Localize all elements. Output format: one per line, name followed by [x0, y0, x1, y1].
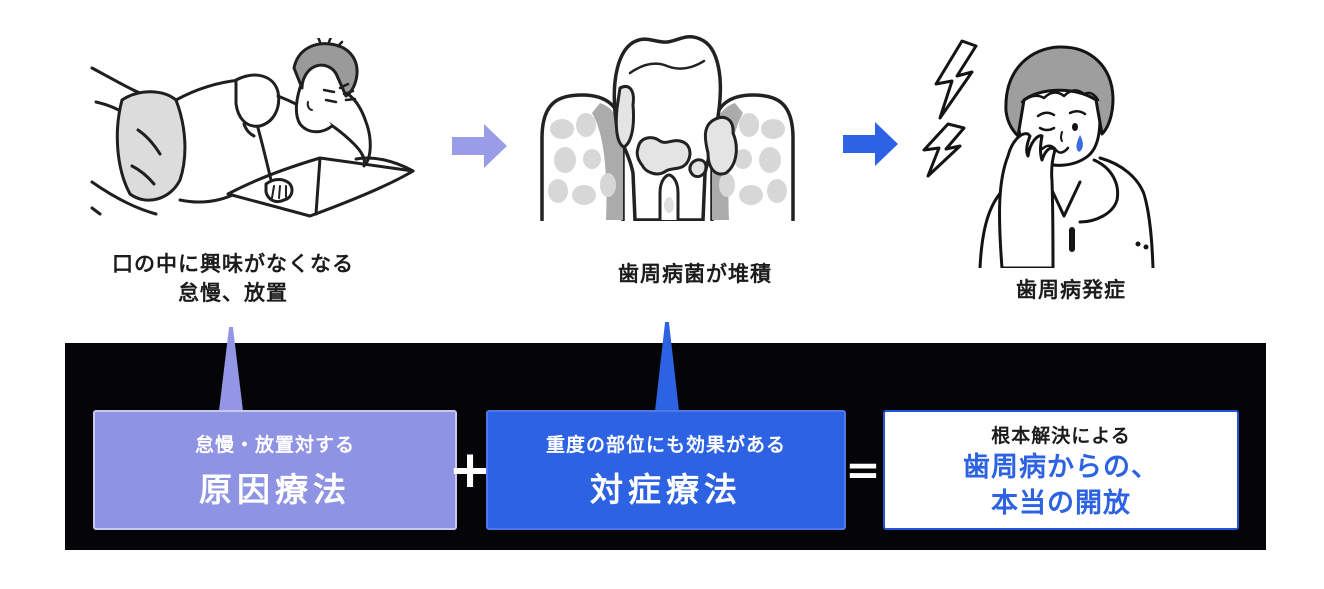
- plus-operator: +: [448, 440, 492, 500]
- result-box: 根本解決による 歯周病からの、 本当の開放: [883, 410, 1239, 530]
- result-title-line: 歯周病からの、: [963, 451, 1159, 482]
- toothache-man-icon: [922, 39, 1155, 268]
- result-title-line: 本当の開放: [991, 487, 1131, 518]
- symptomatic-therapy-box: 重度の部位にも効果がある 対症療法: [486, 410, 846, 530]
- symptomatic-therapy-title: 対症療法: [590, 470, 742, 508]
- caption-line: 歯周病発症: [1016, 279, 1126, 302]
- caption-line: 口の中に興味がなくなる: [112, 253, 354, 276]
- cause-therapy-title: 原因療法: [199, 470, 351, 508]
- caption-line: 歯周病菌が堆積: [618, 263, 772, 286]
- symptomatic-therapy-subtitle: 重度の部位にも効果がある: [545, 434, 786, 456]
- cause-therapy-box: 怠慢・放置対する 原因療法: [93, 410, 457, 530]
- arrow-right-icon: [843, 122, 898, 166]
- tooth-plaque-icon: [540, 35, 795, 221]
- result-subtitle: 根本解決による: [991, 425, 1131, 447]
- equals-operator: =: [845, 445, 881, 494]
- caption-plaque: 歯周病菌が堆積: [545, 260, 845, 289]
- caption-onset: 歯周病発症: [921, 276, 1221, 305]
- arrow-right-icon: [452, 124, 507, 168]
- cause-therapy-subtitle: 怠慢・放置対する: [194, 434, 355, 456]
- caption-line: 怠慢、放置: [178, 282, 288, 305]
- person-lying-reading-icon: [90, 38, 415, 218]
- caption-neglect: 口の中に興味がなくなる 怠慢、放置: [58, 250, 408, 308]
